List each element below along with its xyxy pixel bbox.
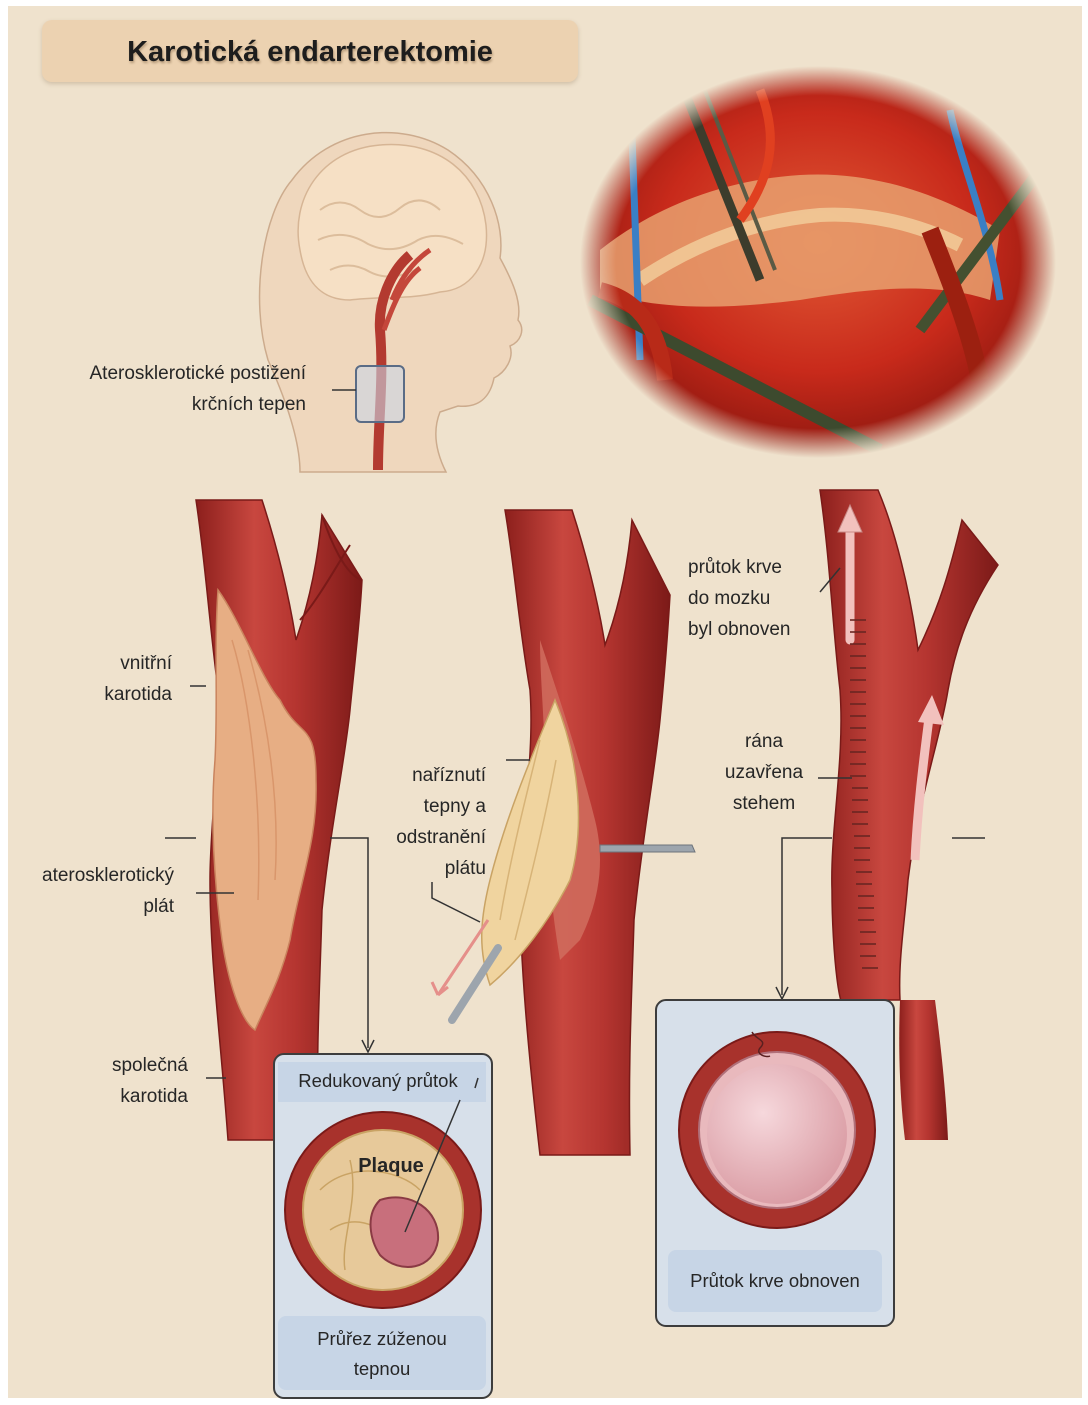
label-line: Aterosklerotické postižení xyxy=(40,358,306,389)
label-line: karotida xyxy=(60,679,172,710)
label-wound-closed: rána uzavřena stehem xyxy=(708,726,820,819)
label-line: do mozku xyxy=(688,583,818,614)
artery-diseased xyxy=(196,500,362,1140)
inset-narrowed-top-label: Redukovaný průtok xyxy=(278,1066,478,1096)
label-plaque: aterosklerotický plát xyxy=(20,860,174,922)
label-line: odstranění xyxy=(376,822,486,853)
label-line: stehem xyxy=(708,788,820,819)
plaque-label: Plaque xyxy=(343,1151,439,1181)
lesion-marker-box xyxy=(356,366,404,422)
label-common-carotid: společná karotida xyxy=(70,1050,188,1112)
label-flow-restored: průtok krve do mozku byl obnoven xyxy=(688,552,818,645)
label-line: rána xyxy=(708,726,820,757)
label-line: průtok krve xyxy=(688,552,818,583)
label-line: společná xyxy=(70,1050,188,1081)
label-line: plát xyxy=(20,891,174,922)
head-illustration xyxy=(260,133,522,472)
label-line: aterosklerotický xyxy=(20,860,174,891)
label-line: naříznutí xyxy=(376,760,486,791)
label-line: tepny a xyxy=(376,791,486,822)
label-line: karotida xyxy=(70,1081,188,1112)
inset-restored-caption: Průtok krve obnoven xyxy=(668,1266,882,1296)
label-neck-lesion: Aterosklerotické postižení krčních tepen xyxy=(40,358,306,420)
open-lumen xyxy=(707,1064,847,1204)
caption-line: tepnou xyxy=(278,1354,486,1384)
label-internal-carotid: vnitřní karotida xyxy=(60,648,172,710)
label-line: vnitřní xyxy=(60,648,172,679)
inset-narrowed-caption: Průřez zúženou tepnou xyxy=(278,1324,486,1384)
label-line: krčních tepen xyxy=(40,389,306,420)
surgical-photo xyxy=(580,66,1056,458)
label-line: byl obnoven xyxy=(688,614,818,645)
label-incision: naříznutí tepny a odstranění plátu xyxy=(376,760,486,884)
caption-line: Průřez zúženou xyxy=(278,1324,486,1354)
surgical-instrument xyxy=(600,845,695,852)
label-line: uzavřena xyxy=(708,757,820,788)
label-line: plátu xyxy=(376,853,486,884)
